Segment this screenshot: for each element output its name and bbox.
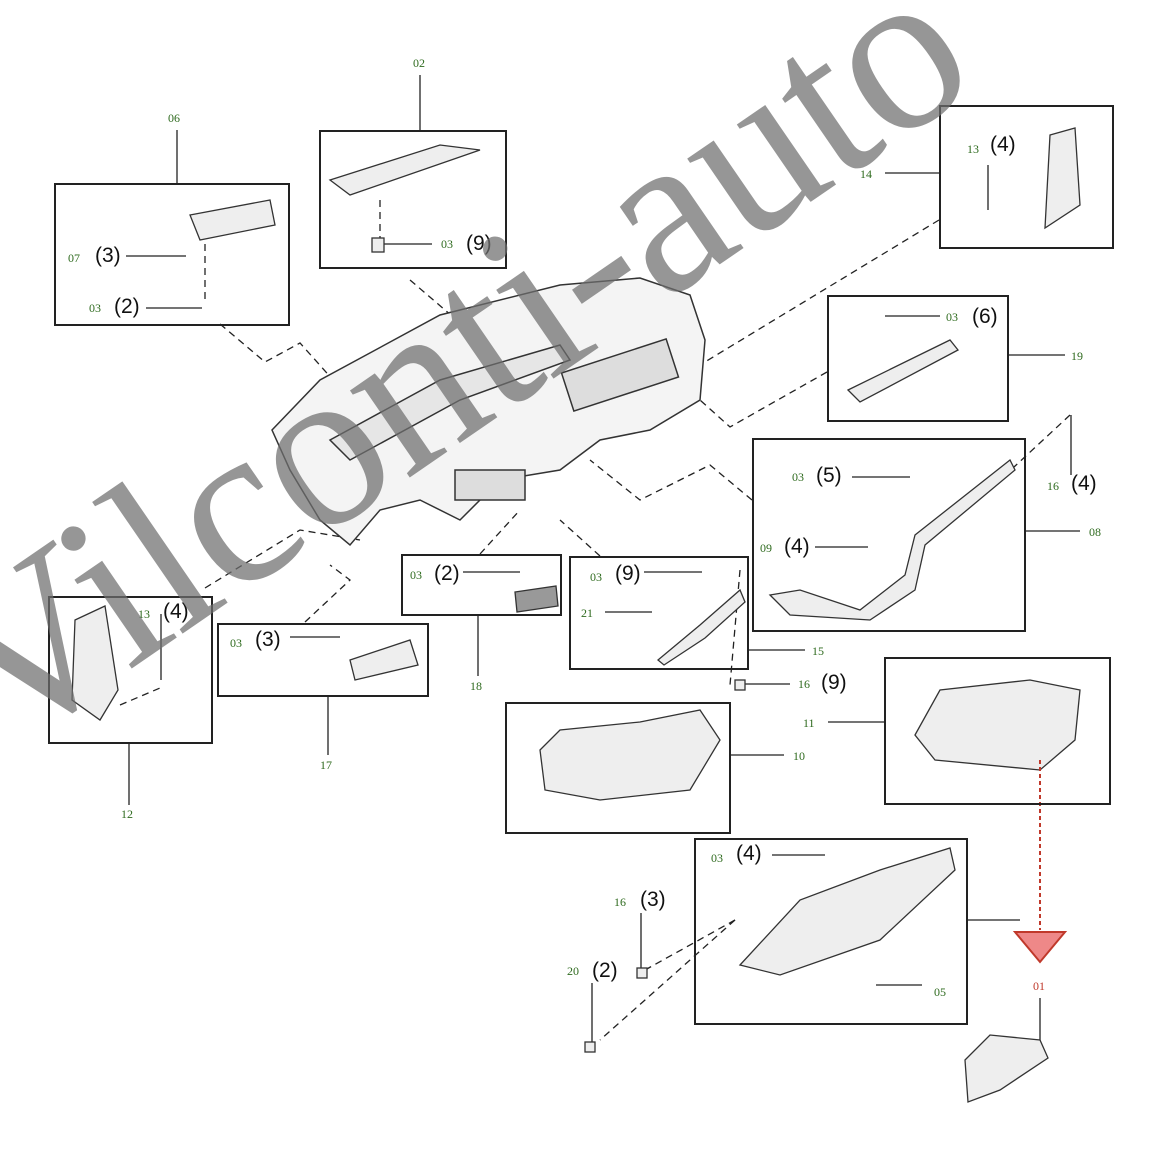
callout-17: 17 (320, 758, 332, 772)
callout-16: 16 (798, 677, 810, 691)
box-part-11 (884, 657, 1111, 805)
callout-20: 20 (567, 964, 579, 978)
callout-06: 06 (168, 111, 180, 125)
callout-11: 11 (803, 716, 815, 730)
qty-03: (4) (736, 842, 762, 865)
callout-03: 03 (89, 301, 101, 315)
callout-02: 02 (413, 56, 425, 70)
callout-16: 16 (1047, 479, 1059, 493)
qty-07: (3) (95, 244, 121, 267)
callout-03: 03 (711, 851, 723, 865)
box-part-12 (48, 596, 213, 744)
box-part-17 (217, 623, 429, 697)
callout-15: 15 (812, 644, 824, 658)
callout-16: 16 (614, 895, 626, 909)
qty-03: (9) (466, 232, 492, 255)
callout-13: 13 (967, 142, 979, 156)
box-part-19 (827, 295, 1009, 422)
callout-09: 09 (760, 541, 772, 555)
qty-03: (5) (816, 464, 842, 487)
callout-03: 03 (792, 470, 804, 484)
callout-14: 14 (860, 167, 872, 181)
box-part-15 (569, 556, 749, 670)
qty-03: (2) (434, 562, 460, 585)
callout-10: 10 (793, 749, 805, 763)
qty-16: (4) (1071, 472, 1097, 495)
callout-03: 03 (410, 568, 422, 582)
callout-03: 03 (946, 310, 958, 324)
callout-03: 03 (590, 570, 602, 584)
callout-19: 19 (1071, 349, 1083, 363)
qty-03: (2) (114, 295, 140, 318)
qty-20: (2) (592, 959, 618, 982)
qty-09: (4) (784, 535, 810, 558)
box-part-18 (401, 554, 562, 616)
callout-18: 18 (470, 679, 482, 693)
callout-03: 03 (441, 237, 453, 251)
box-part-10 (505, 702, 731, 834)
qty-13: (4) (163, 600, 189, 623)
callout-21: 21 (581, 606, 593, 620)
qty-13: (4) (990, 133, 1016, 156)
qty-03: (9) (615, 562, 641, 585)
red-down-arrow (1012, 760, 1068, 964)
callout-08: 08 (1089, 525, 1101, 539)
box-part-08 (752, 438, 1026, 632)
qty-03: (3) (255, 628, 281, 651)
callout-01: 01 (1033, 979, 1045, 993)
box-part-06 (54, 183, 290, 326)
box-part-14 (939, 105, 1114, 249)
qty-16: (3) (640, 888, 666, 911)
qty-03: (6) (972, 305, 998, 328)
callout-07: 07 (68, 251, 80, 265)
box-part-01-housing (694, 838, 968, 1025)
callout-12: 12 (121, 807, 133, 821)
callout-03: 03 (230, 636, 242, 650)
callout-13: 13 (138, 607, 150, 621)
callout-05: 05 (934, 985, 946, 999)
qty-16: (9) (821, 671, 847, 694)
box-part-02 (319, 130, 507, 269)
